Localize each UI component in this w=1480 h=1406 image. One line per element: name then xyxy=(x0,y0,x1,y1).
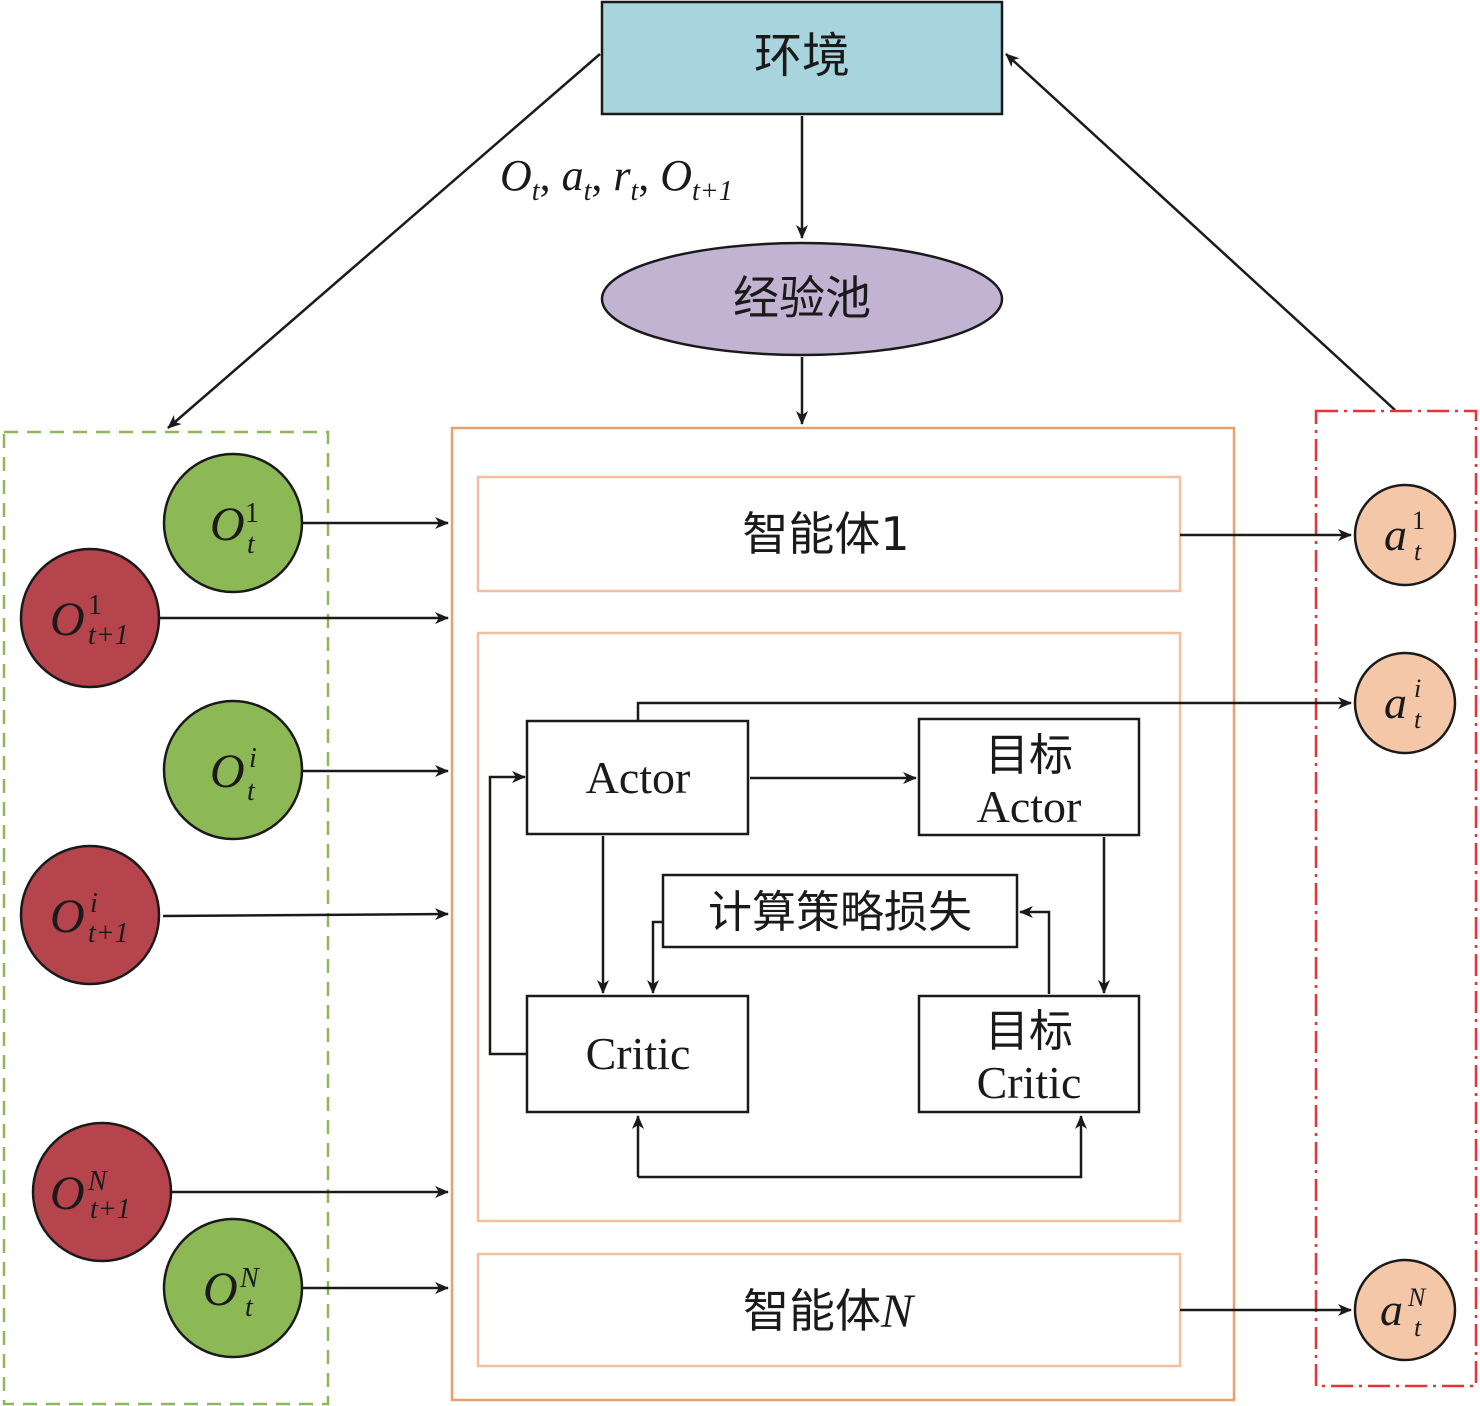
target-actor-box xyxy=(917,717,1141,837)
target-critic-label-bottom: Critic xyxy=(977,1057,1082,1108)
actor-to-action-i-arrow xyxy=(636,697,1352,720)
svg-text:t: t xyxy=(247,529,256,560)
svg-text:1: 1 xyxy=(88,590,102,621)
environment-box xyxy=(600,0,1004,116)
action-a-t-1: a 1 t xyxy=(1353,483,1457,587)
critic-target-critic-bottom xyxy=(638,1115,1087,1179)
svg-text:i: i xyxy=(1414,674,1421,703)
svg-text:t+1: t+1 xyxy=(88,620,129,651)
actor-box xyxy=(525,719,750,836)
agents-container xyxy=(450,426,1236,1402)
target-critic-to-policy-loss-arrow xyxy=(1019,906,1051,994)
svg-text:t+1: t+1 xyxy=(88,918,129,949)
svg-text:N: N xyxy=(239,1263,260,1294)
agent-n-label: 智能体N xyxy=(743,1284,916,1338)
observation-o-t1-1: O 1 t+1 xyxy=(19,547,161,689)
svg-text:1: 1 xyxy=(245,498,259,529)
actor-label: Actor xyxy=(586,752,691,803)
svg-text:t: t xyxy=(1414,1313,1422,1342)
svg-text:O: O xyxy=(210,745,245,798)
target-critic-box xyxy=(917,994,1141,1114)
agent-1-label: 智能体1 xyxy=(742,507,909,561)
svg-text:O: O xyxy=(50,593,85,646)
observation-o-t-1: O 1 t xyxy=(162,452,304,594)
observation-o-t-n: O N t xyxy=(162,1217,304,1359)
target-actor-label-top: 目标 xyxy=(985,730,1073,781)
observation-group xyxy=(2,430,330,1406)
svg-text:a: a xyxy=(1384,677,1407,728)
observation-o-t1-i: O i t+1 xyxy=(19,844,161,986)
policy-loss-label: 计算策略损失 xyxy=(708,887,972,938)
svg-text:a: a xyxy=(1380,1284,1403,1335)
action-a-t-i: a i t xyxy=(1353,651,1457,755)
critic-box xyxy=(525,994,750,1114)
svg-text:O: O xyxy=(203,1263,238,1316)
svg-text:1: 1 xyxy=(1412,506,1425,535)
environment-label: 环境 xyxy=(754,28,850,84)
svg-text:t: t xyxy=(1414,705,1422,734)
svg-text:N: N xyxy=(1407,1283,1427,1312)
action-a-t-n: a N t xyxy=(1353,1258,1457,1362)
actions-to-env-arrow xyxy=(1005,53,1396,411)
observation-o-t1-n: O N t+1 xyxy=(31,1121,173,1263)
obs-o-t1-i-arrow xyxy=(162,908,449,921)
policy-loss-to-critic-arrow xyxy=(647,920,663,994)
critic-to-actor-arrow xyxy=(488,771,527,1056)
svg-text:t+1: t+1 xyxy=(90,1194,131,1225)
action-group xyxy=(1314,409,1478,1388)
svg-text:t: t xyxy=(1414,537,1422,566)
transition-tuple: Ot, at, rt, Ot+1 xyxy=(500,151,733,207)
svg-text:O: O xyxy=(210,498,245,551)
replay-buffer-ellipse xyxy=(600,241,1004,357)
replay-buffer-label: 经验池 xyxy=(733,271,871,325)
target-critic-label-top: 目标 xyxy=(985,1006,1073,1057)
agent-i-box xyxy=(476,631,1182,1223)
svg-text:t: t xyxy=(247,776,256,807)
svg-text:O: O xyxy=(50,890,85,943)
env-to-observations-arrow xyxy=(167,53,601,429)
svg-text:i: i xyxy=(249,743,257,774)
svg-text:a: a xyxy=(1384,509,1407,560)
observation-o-t-i: O i t xyxy=(162,699,304,841)
critic-label: Critic xyxy=(586,1028,691,1079)
svg-text:t: t xyxy=(245,1292,254,1323)
policy-loss-box xyxy=(661,873,1019,949)
svg-text:N: N xyxy=(87,1166,108,1197)
svg-text:i: i xyxy=(90,888,98,919)
svg-text:O: O xyxy=(50,1167,85,1220)
target-actor-label-bottom: Actor xyxy=(977,781,1082,832)
